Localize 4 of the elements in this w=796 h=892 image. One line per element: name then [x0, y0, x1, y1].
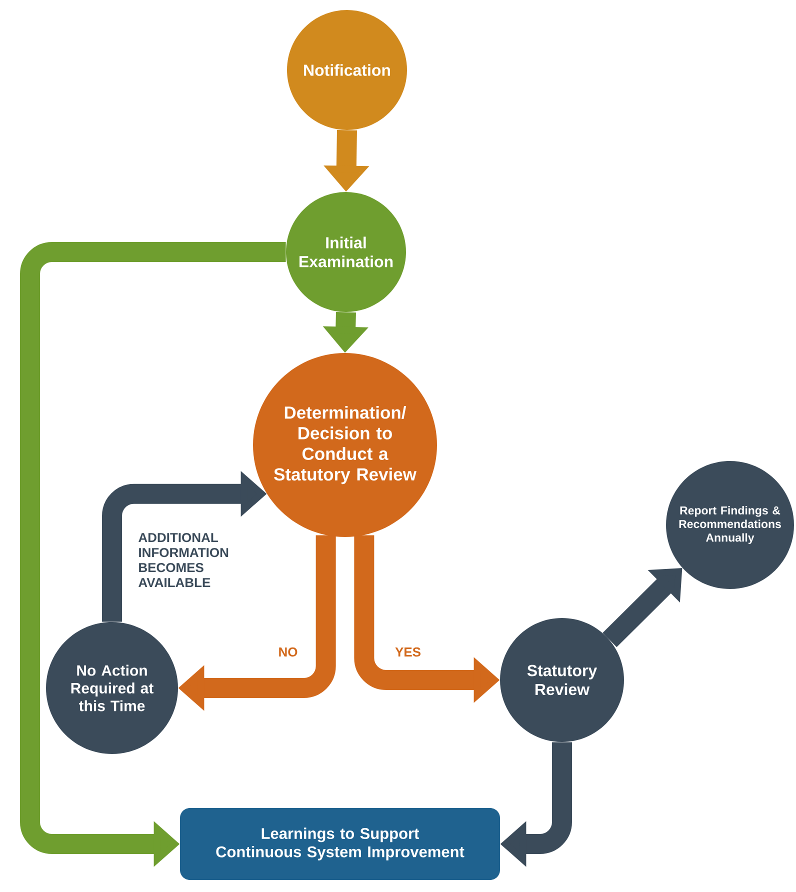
edge-label: NO [276, 645, 300, 659]
edge-label: YES [393, 645, 423, 659]
process-box: Learnings to Support Continuous System Improvement [180, 808, 500, 880]
edge-label: ADDITIONAL INFORMATION BECOMES AVAILABLE [136, 530, 240, 590]
